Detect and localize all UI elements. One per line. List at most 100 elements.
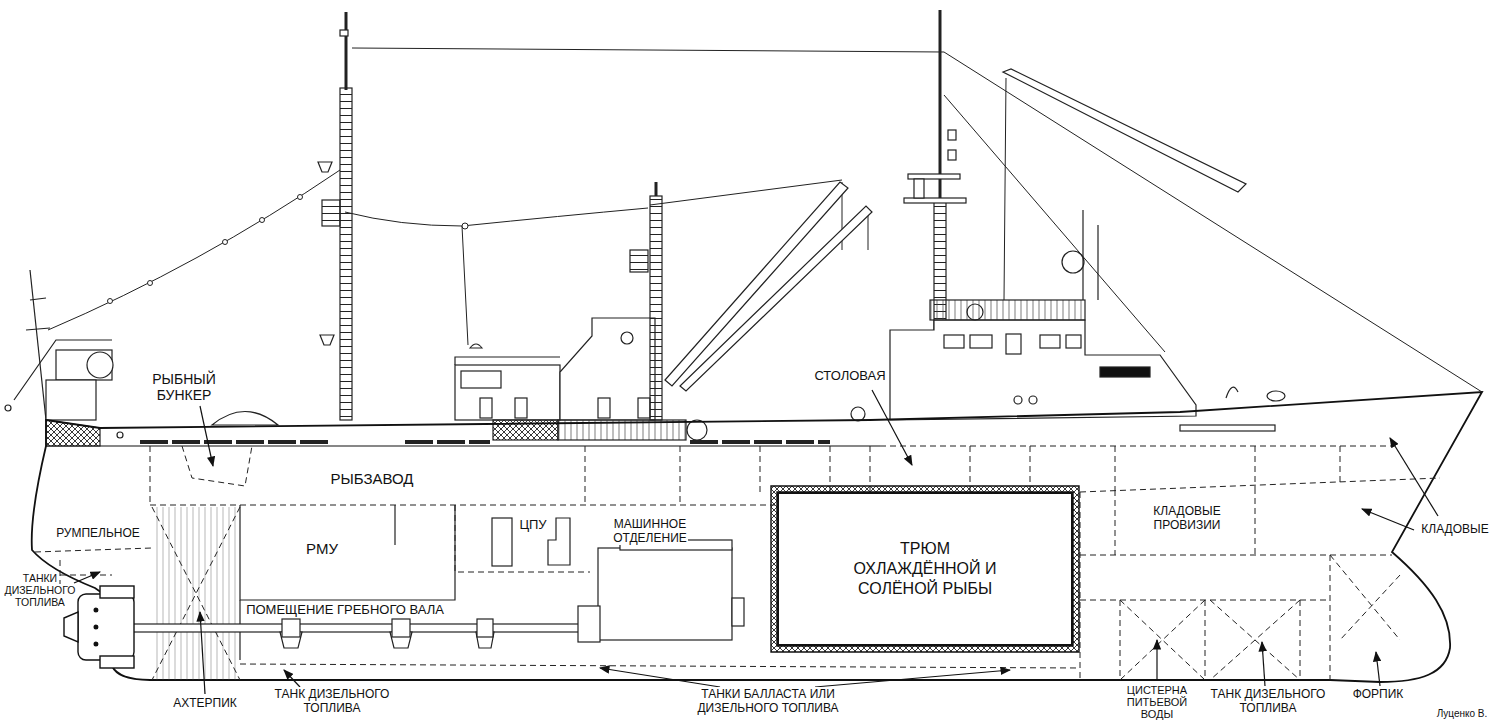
forward-superstructure (1014, 396, 1022, 404)
middle-superstructure (650, 196, 662, 420)
middle-superstructure (515, 398, 527, 418)
propeller (94, 625, 98, 629)
propeller (94, 642, 98, 646)
rigging (1004, 78, 1006, 300)
chain (298, 195, 303, 200)
middle-superstructure (680, 206, 872, 391)
label-slot: Луценко В. (1430, 708, 1494, 720)
propeller (64, 586, 134, 668)
forward-superstructure (1029, 396, 1037, 404)
aft-mast (318, 162, 332, 172)
stern-gantry (5, 405, 11, 411)
part-label: ПОМЕЩЕНИЕ ГРЕБНОГО ВАЛА (245, 602, 445, 617)
aft-mast (318, 12, 352, 420)
label-slot: ЦИСТЕРНА ПИТЬЕВОЙ ВОДЫ (1122, 684, 1192, 720)
leader-lines (1156, 640, 1157, 681)
propeller (78, 594, 134, 660)
hold-box: ТРЮМ ОХЛАЖДЁННОЙ И СОЛЁНОЙ РЫБЫ (777, 492, 1073, 646)
label-slot: ПОМЕЩЕНИЕ ГРЕБНОГО ВАЛА (235, 603, 455, 618)
middle-superstructure (638, 398, 650, 418)
afterpeak-hatching (152, 507, 240, 680)
label-slot: РЫБНЫЙ БУНКЕР (144, 371, 224, 403)
stern-gantry (87, 352, 113, 378)
chain (108, 299, 113, 304)
part-label: ТАНК ДИЗЕЛЬНОГО ТОПЛИВА (274, 687, 391, 715)
forward-superstructure (939, 10, 942, 200)
aft-mast (340, 88, 352, 420)
rigging (462, 226, 468, 345)
forward-superstructure (1180, 425, 1275, 431)
propeller (94, 608, 98, 612)
part-label: ТАНКИ БАЛЛАСТА ИЛИ ДИЗЕЛЬНОГО ТОПЛИВА (696, 687, 839, 715)
part-label: РУМПЕЛЬНОЕ (55, 526, 141, 540)
compartment-lines (1120, 600, 1300, 680)
forward-superstructure (890, 320, 1196, 420)
machinery (598, 548, 732, 640)
leader-lines (600, 668, 720, 687)
label-slot: СТОЛОВАЯ (800, 369, 900, 384)
middle-superstructure (687, 420, 707, 440)
rigging (48, 170, 340, 330)
compartment-lines (455, 505, 590, 572)
leader-lines (1390, 438, 1438, 516)
chain (223, 240, 228, 245)
compartment-lines (182, 446, 252, 486)
forward-superstructure (1226, 387, 1238, 398)
chain (260, 218, 265, 223)
part-label: АХТЕРПИК (172, 696, 238, 710)
leader-lines (1376, 652, 1380, 686)
part-label: МАШИННОЕ ОТДЕЛЕНИЕ (612, 517, 688, 545)
part-label: РМУ (305, 540, 339, 557)
label-slot: РЫБЗАВОД (312, 470, 432, 487)
label-slot: КЛАДОВЫЕ ПРОВИЗИИ (1137, 505, 1237, 533)
leader-lines (200, 406, 213, 466)
label-slot: ТАНКИ БАЛЛАСТА ИЛИ ДИЗЕЛЬНОГО ТОПЛИВА (683, 688, 853, 716)
deck-fittings (851, 407, 865, 421)
compartment-lines (35, 548, 152, 552)
middle-superstructure (461, 371, 501, 388)
machinery (578, 606, 600, 642)
compartment-lines (150, 505, 775, 506)
part-label: ФОРПИК (1352, 687, 1405, 701)
stern-gantry (30, 270, 46, 420)
compartment-lines (1330, 555, 1400, 640)
forward-superstructure (1082, 210, 1083, 300)
middle-superstructure (560, 318, 655, 420)
machinery (392, 619, 410, 637)
part-label: ЦИСТЕРНА ПИТЬЕВОЙ ВОДЫ (1126, 684, 1189, 720)
middle-superstructure (621, 332, 633, 344)
machinery (394, 505, 395, 545)
forward-superstructure (1006, 334, 1021, 354)
forward-superstructure (890, 10, 1285, 431)
part-label: РЫБНЫЙ БУНКЕР (151, 371, 217, 403)
part-label: ЦПУ (518, 517, 547, 532)
machinery (732, 598, 744, 626)
machinery (492, 518, 512, 566)
leader-lines (284, 670, 300, 687)
stern-gantry (26, 298, 50, 330)
label-slot: ТАНК ДИЗЕЛЬНОГО ТОПЛИВА (1203, 688, 1333, 716)
compartment-lines (1080, 555, 1392, 556)
part-label: СТОЛОВАЯ (813, 368, 886, 383)
label-slot: ТАНКИ ДИЗЕЛЬНОГО ТОПЛИВА (3, 572, 77, 608)
compartment-lines (880, 446, 1395, 447)
label-slot: ТАНК ДИЗЕЛЬНОГО ТОПЛИВА (267, 688, 397, 716)
machinery (132, 505, 744, 660)
hull-outline (32, 392, 1482, 682)
deck-fittings (690, 440, 830, 444)
part-label: КЛАДОВЫЕ (1420, 522, 1489, 536)
forward-superstructure (970, 335, 992, 348)
forward-superstructure (948, 150, 956, 160)
forward-superstructure (1100, 367, 1150, 377)
forward-superstructure (1267, 391, 1285, 401)
aft-mast (320, 335, 334, 345)
stern-gantry (56, 350, 112, 380)
deck-fittings (117, 432, 123, 438)
leader-lines (815, 670, 1010, 687)
middle-superstructure (630, 250, 648, 272)
deck-fittings (212, 412, 278, 426)
aft-mast (340, 30, 348, 36)
part-label: КЛАДОВЫЕ ПРОВИЗИИ (1152, 504, 1221, 532)
